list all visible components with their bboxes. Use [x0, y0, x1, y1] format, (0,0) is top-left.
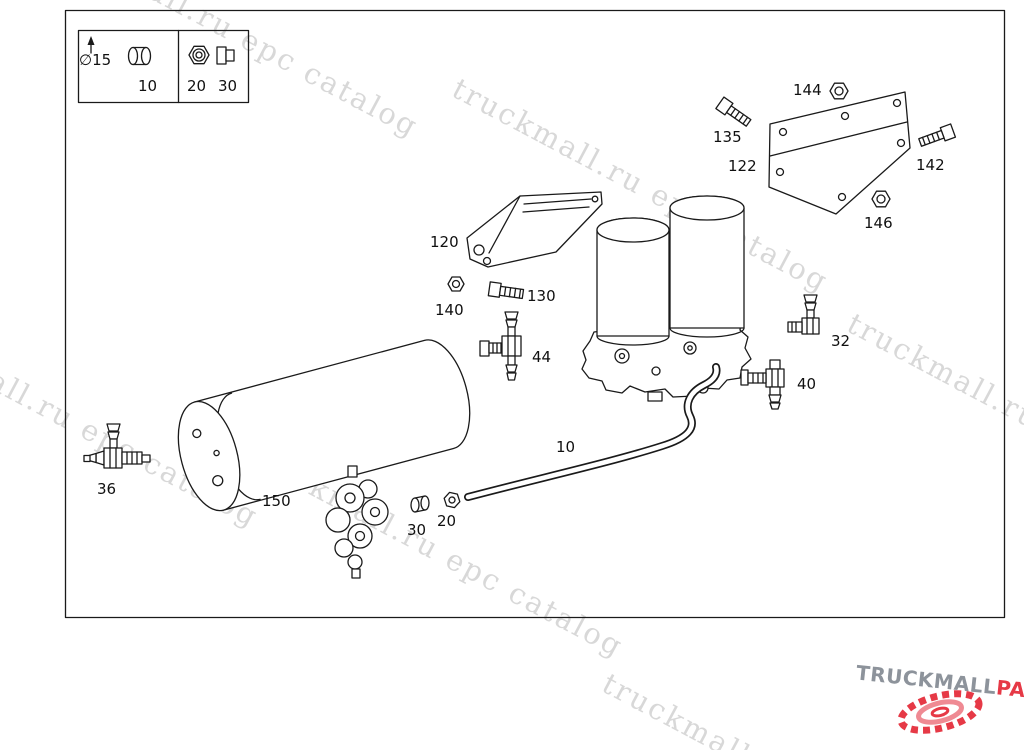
logo-gear-icon — [897, 690, 983, 734]
part-label-32: 32 — [831, 332, 850, 350]
dimension-arrow-icon — [87, 36, 95, 45]
part-label-135: 135 — [713, 128, 742, 146]
sleeve-30-drawing — [410, 495, 430, 513]
protection-valve-drawing — [325, 465, 389, 579]
part-label-36: 36 — [97, 480, 116, 498]
bolt-130-drawing — [487, 281, 525, 300]
hose-section-icon — [127, 46, 152, 66]
nut-140-drawing — [447, 276, 465, 292]
bracket-drawing — [466, 191, 603, 268]
part-label-146: 146 — [864, 214, 893, 232]
plug-fitting-icon — [216, 46, 235, 65]
bolt-142-drawing — [918, 123, 957, 147]
legend-box: ∅15 10 20 30 — [77, 29, 250, 104]
legend-item-10: 10 — [138, 77, 157, 95]
part-label-30: 30 — [407, 521, 426, 539]
fitting-32-drawing — [787, 294, 820, 335]
logo-suffix-text: PARTS — [995, 675, 1024, 707]
logo-brand-text: TRUCKMALL — [855, 661, 998, 700]
fitting-36-drawing — [83, 423, 151, 469]
nut-144-drawing — [829, 82, 849, 100]
part-label-140: 140 — [435, 301, 464, 319]
part-labels: 144 135 122 142 146 120 140 130 44 32 40… — [97, 81, 945, 539]
bolt-135-drawing — [715, 96, 752, 127]
legend-diameter-label: ∅15 — [79, 51, 111, 69]
air-dryer-drawing — [581, 195, 752, 402]
watermark-text: truckmall.ru epc catalog — [37, 0, 425, 144]
nut-146-drawing — [871, 190, 891, 208]
logo-wordmark: TRUCKMALLPARTS — [855, 661, 1024, 707]
watermark-text: truckmall.ru epc catalog — [842, 306, 1024, 534]
legend-item-20: 20 — [187, 77, 206, 95]
legend-item-30: 30 — [218, 77, 237, 95]
mounting-plate-drawing — [768, 91, 911, 215]
nut-icon — [188, 45, 210, 65]
diagram-border — [64, 9, 1006, 619]
brand-logo: TRUCKMALLPARTS — [855, 661, 1024, 734]
part-label-130: 130 — [527, 287, 556, 305]
fitting-40-drawing — [740, 359, 785, 410]
part-label-44: 44 — [532, 348, 551, 366]
part-label-20: 20 — [437, 512, 456, 530]
part-label-120: 120 — [430, 233, 459, 251]
hose-drawing — [464, 363, 721, 501]
fitting-44-drawing — [479, 311, 522, 381]
part-label-144: 144 — [793, 81, 822, 99]
part-label-150: 150 — [262, 492, 291, 510]
air-tank-drawing — [177, 339, 471, 512]
part-label-10: 10 — [556, 438, 575, 456]
part-label-122: 122 — [728, 157, 757, 175]
part-label-142: 142 — [916, 156, 945, 174]
part-label-40: 40 — [797, 375, 816, 393]
nut-20-drawing — [443, 491, 461, 509]
